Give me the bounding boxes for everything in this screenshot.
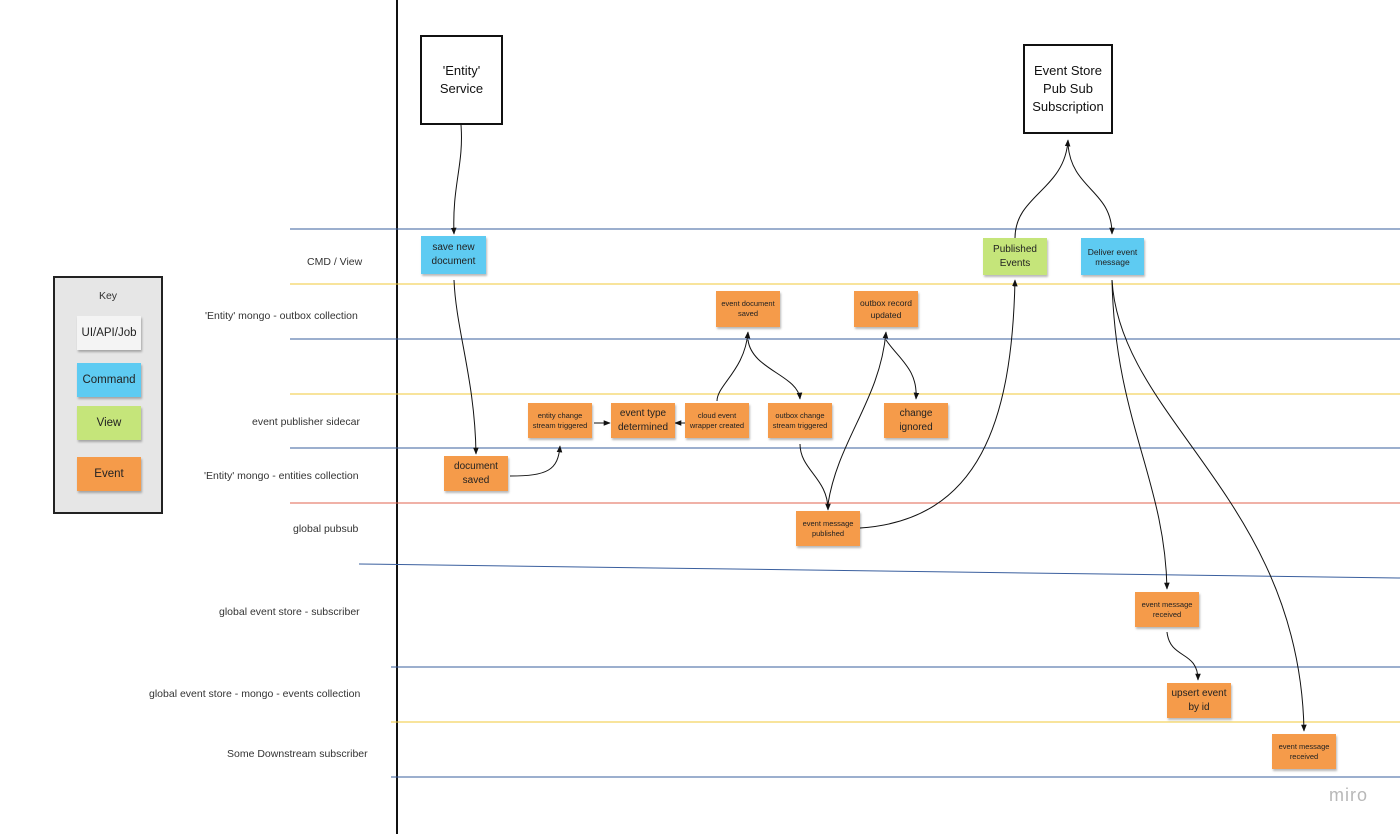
save-new-document-sticky: save new document — [421, 236, 486, 274]
outbox-record-updated-sticky: outbox record updated — [854, 291, 918, 327]
published-events-sticky: Published Events — [983, 238, 1047, 275]
lane-label-downstream: Some Downstream subscriber — [227, 748, 368, 760]
document-saved-sticky: document saved — [444, 456, 508, 491]
entity-change-stream-sticky: entity change stream triggered — [528, 403, 592, 438]
lane-label-store-subscriber: global event store - subscriber — [219, 606, 360, 618]
connector-message-published-to-published-events — [859, 279, 1018, 529]
connector-outbox-updated-to-ignored — [885, 339, 920, 400]
outbox-change-stream-sticky: outbox change stream triggered — [768, 403, 832, 438]
connector-published-to-outbox-updated — [827, 331, 889, 505]
lane-label-pubsub: global pubsub — [293, 523, 359, 535]
entity-service-box: 'Entity' Service — [420, 35, 503, 125]
legend-title: Key — [98, 290, 118, 302]
connector-published-events-to-event-store — [1014, 139, 1071, 239]
upsert-event-by-id-sticky: upsert event by id — [1167, 683, 1231, 718]
event-message-received-downstream-sticky: event message received — [1272, 734, 1336, 769]
lane-label-outbox: 'Entity' mongo - outbox collection — [205, 310, 358, 322]
connector-wrapper-to-event-doc-saved — [716, 331, 751, 402]
cloud-event-wrapper-sticky: cloud event wrapper created — [685, 403, 749, 438]
connector-save-to-document-saved — [453, 279, 479, 455]
event-store-box: Event Store Pub Sub Subscription — [1023, 44, 1113, 134]
connector-deliver-to-downstream-received — [1111, 279, 1307, 732]
connector-document-saved-to-change-stream — [509, 445, 563, 477]
connector-service-to-save — [450, 124, 462, 235]
event-message-published-sticky: event message published — [796, 511, 860, 546]
lane-label-cmd-view: CMD / View — [307, 256, 363, 268]
lane-label-sidecar: event publisher sidecar — [252, 416, 360, 428]
legend-item-ui-api-job: UI/API/Job — [77, 316, 141, 350]
event-message-received-store-sticky: event message received — [1135, 592, 1199, 627]
connector-store-received-to-upsert — [1166, 631, 1201, 681]
change-ignored-sticky: change ignored — [884, 403, 948, 438]
lane-line-7 — [358, 563, 1400, 579]
legend-item-event: Event — [77, 457, 141, 491]
legend-item-command: Command — [77, 363, 141, 397]
event-store-label: Event Store Pub Sub Subscription — [1032, 63, 1104, 114]
lane-label-entities: 'Entity' mongo - entities collection — [204, 470, 359, 482]
connector-event-store-to-deliver — [1067, 144, 1115, 235]
legend-item-view: View — [77, 406, 141, 440]
connector-deliver-to-store-received — [1111, 279, 1170, 590]
entity-service-label: 'Entity' Service — [439, 63, 484, 96]
event-type-determined-sticky: event type determined — [611, 403, 675, 438]
miro-watermark: miro — [1329, 785, 1368, 805]
deliver-event-message-sticky: Deliver event message — [1081, 238, 1144, 275]
lane-label-events-collection: global event store - mongo - events coll… — [149, 688, 361, 700]
event-document-saved-sticky: event document saved — [716, 291, 780, 327]
legend-key: Key UI/API/Job Command View Event — [53, 276, 163, 514]
connector-outbox-stream-to-published — [799, 443, 831, 511]
connector-event-doc-saved-to-outbox-stream — [747, 339, 803, 400]
